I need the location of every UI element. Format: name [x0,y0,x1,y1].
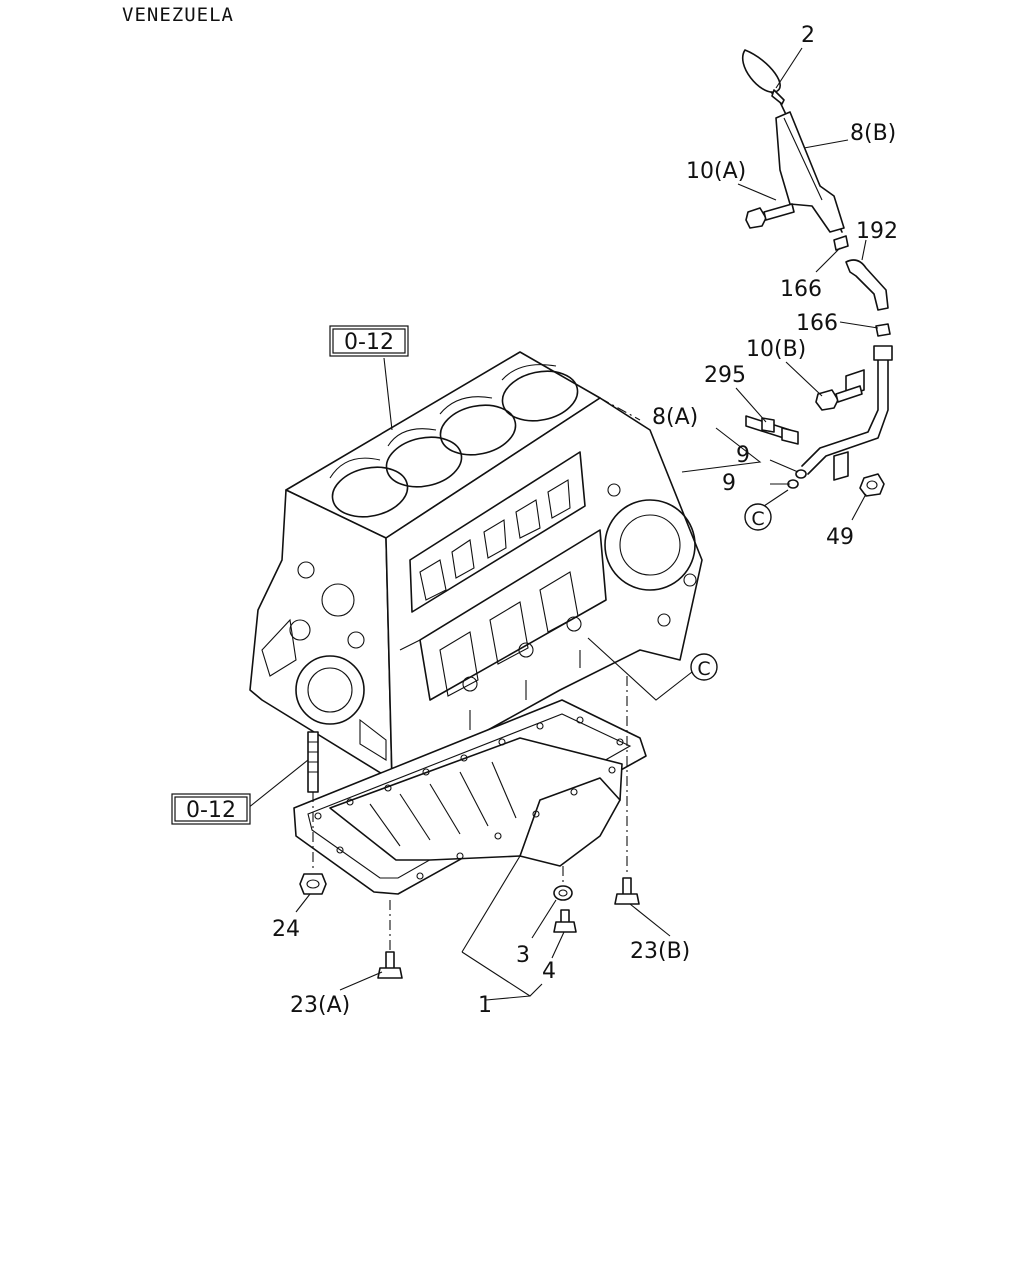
nut-24 [299,873,327,895]
drain-gasket-3 [553,866,573,901]
svg-text:C: C [697,658,710,680]
oil-pan [293,699,647,895]
o-rings-9 [787,469,807,489]
cylinder-block [249,351,703,781]
callout-stud: 295 [704,363,746,388]
callout-o-ring-lower: 9 [722,471,736,496]
callout-gasket: 3 [516,943,530,968]
ref-box-block-left-label: 0-12 [186,798,236,823]
bolt-23a [377,900,403,979]
callout-bolt-pan-b: 23(B) [630,939,690,964]
bracket-8b [775,111,845,233]
flange-bolt-holes [314,716,624,880]
callout-clip-lower: 166 [796,311,838,336]
callout-dipstick: 2 [801,23,815,48]
callout-bolt-pan-a: 23(A) [290,993,350,1018]
clip-166-lower [875,323,891,337]
callout-drain-plug: 4 [542,959,556,984]
guide-tube-8a [801,345,893,481]
bolt-10b [815,385,863,411]
region-label: VENEZUELA [122,4,234,26]
circle-ref-block-side: C [690,653,718,681]
stud-295 [745,415,799,445]
nut-49 [859,473,885,497]
stud-left [307,731,319,870]
callout-clip-upper: 166 [780,277,822,302]
hose-192 [845,259,889,311]
callout-bracket-b: 8(B) [850,121,896,146]
callout-bolt-b: 10(B) [746,337,806,362]
callout-labels: 2 8(B) 10(A) 192 166 166 10(B) 295 8(A) … [272,23,898,1018]
circle-ref-pipe-end: C [744,503,772,531]
clip-166-upper [833,235,849,251]
callout-o-ring-upper: 9 [736,443,750,468]
ref-box-block-top: 0-12 [329,325,409,357]
svg-text:C: C [751,508,764,530]
callout-guide-tube: 8(A) [652,405,698,430]
leader-lines [247,47,879,1001]
callout-nut: 49 [826,525,854,550]
ref-box-block-top-label: 0-12 [344,330,394,355]
drain-plug-4 [553,909,577,933]
bolt-10a [745,203,795,229]
callout-hose: 192 [856,219,898,244]
callout-nut-pan: 24 [272,917,300,942]
callout-bolt-a: 10(A) [686,159,746,184]
bolt-23b [614,676,640,905]
callout-oil-pan: 1 [478,993,492,1018]
ref-box-block-left: 0-12 [171,793,251,825]
